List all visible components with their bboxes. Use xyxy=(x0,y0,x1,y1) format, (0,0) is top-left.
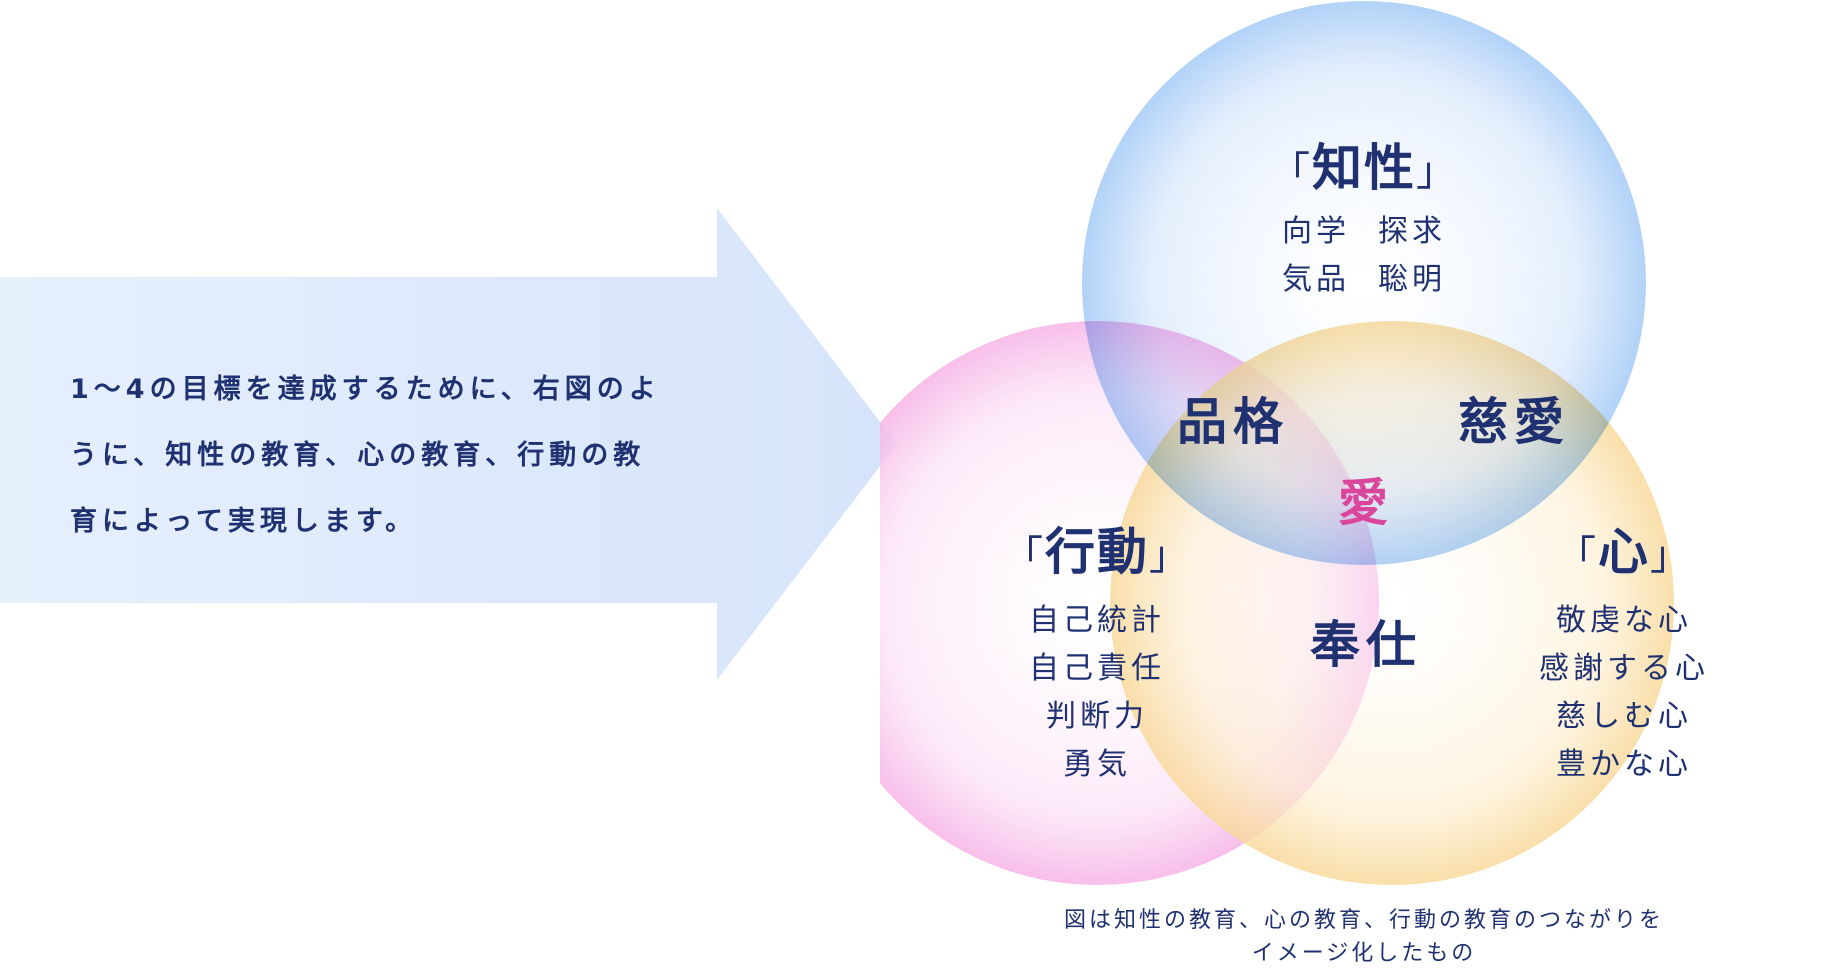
intro-arrow: 1〜4の目標を達成するために、右図のよ うに、知性の教育、心の教育、行動の教 育… xyxy=(0,0,900,976)
kodo-title: 「行動」 xyxy=(1003,512,1191,584)
trait: 勇気 xyxy=(1063,747,1131,782)
bracket-open: 「 xyxy=(1270,149,1312,195)
arrow-shape xyxy=(0,208,897,680)
bracket-close: 」 xyxy=(1149,533,1191,579)
overlap-jiai: 慈愛 xyxy=(1458,392,1570,451)
caption-line: 図は知性の教育、心の教育、行動の教育のつながりを xyxy=(1063,908,1665,933)
kokoro-traits: 敬虔な心 感謝する心 慈しむ心 豊かな心 xyxy=(1539,597,1709,789)
intro-text: 1〜4の目標を達成するために、右図のよ うに、知性の教育、心の教育、行動の教 育… xyxy=(70,357,730,555)
circle-chisei xyxy=(1082,1,1646,565)
trait: 自己統計 xyxy=(1029,603,1165,638)
intro-line: うに、知性の教育、心の教育、行動の教 xyxy=(70,440,646,471)
diagram-caption: 図は知性の教育、心の教育、行動の教育のつながりを イメージ化したもの xyxy=(1064,904,1664,970)
trait: 敬虔な心 xyxy=(1556,603,1692,638)
chisei-title-text: 知性 xyxy=(1312,138,1416,197)
overlap-ai: 愛 xyxy=(1338,473,1394,532)
trait: 感謝する心 xyxy=(1539,651,1709,686)
caption-line: イメージ化したもの xyxy=(1251,941,1477,966)
intro-line: 育によって実現します。 xyxy=(70,506,418,537)
kodo-title-text: 行動 xyxy=(1045,522,1149,581)
trait: 慈しむ心 xyxy=(1556,699,1692,734)
intro-line: 1〜4の目標を達成するために、右図のよ xyxy=(70,374,661,405)
trait: 自己責任 xyxy=(1029,651,1165,686)
kokoro-title-text: 心 xyxy=(1598,522,1650,581)
venn-circles xyxy=(880,1,1674,885)
overlap-hoshi: 奉仕 xyxy=(1310,615,1422,674)
trait: 向学 xyxy=(1282,214,1350,249)
trait: 判断力 xyxy=(1046,699,1148,734)
trait: 探求 xyxy=(1378,214,1446,249)
overlap-hinkaku: 品格 xyxy=(1177,392,1289,451)
kodo-traits: 自己統計 自己責任 判断力 勇気 xyxy=(1029,597,1165,789)
chisei-traits: 向学探求 気品聡明 xyxy=(1268,208,1460,304)
bracket-close: 」 xyxy=(1650,533,1692,579)
bracket-close: 」 xyxy=(1416,149,1458,195)
kokoro-title: 「心」 xyxy=(1556,512,1692,584)
chisei-title: 「知性」 xyxy=(1270,128,1458,200)
trait: 豊かな心 xyxy=(1556,747,1692,782)
trait: 気品 xyxy=(1282,262,1350,297)
bracket-open: 「 xyxy=(1556,533,1598,579)
trait: 聡明 xyxy=(1378,262,1446,297)
venn-diagram: 「知性」 向学探求 気品聡明 「行動」 自己統計 自己責任 判断力 勇気 「心」… xyxy=(880,0,1840,976)
bracket-open: 「 xyxy=(1003,533,1045,579)
